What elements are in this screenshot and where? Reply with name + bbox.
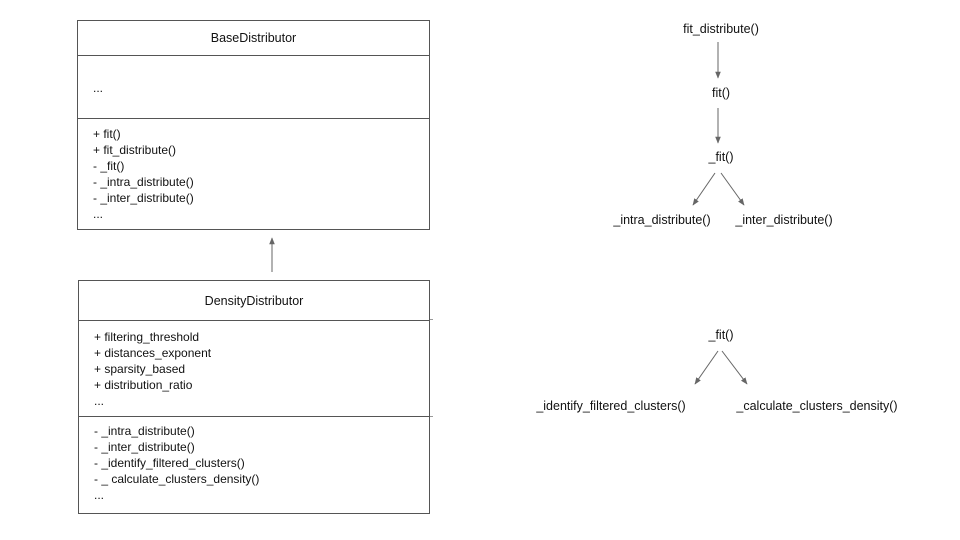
method-line: - _ calculate_clusters_density() [94, 472, 260, 486]
attribute-line: ... [93, 81, 104, 95]
method-line: + fit() [93, 127, 121, 141]
call-arrow-fit-to-identify [694, 350, 719, 385]
divider-stub [430, 319, 433, 320]
call-node-fit-distribute: fit_distribute() [683, 22, 759, 36]
method-line: - _fit() [93, 159, 125, 173]
base-distributor-attributes: ... [78, 56, 429, 119]
method-line: - _inter_distribute() [93, 191, 194, 205]
method-line: + fit_distribute() [93, 143, 177, 157]
method-line: - _intra_distribute() [94, 424, 195, 438]
attribute-line: + filtering_threshold [94, 330, 200, 344]
attribute-line: ... [94, 394, 105, 408]
call-node-identify-filtered-clusters: _identify_filtered_clusters() [536, 399, 686, 413]
method-line: - _inter_distribute() [94, 440, 195, 454]
density-distributor-class-name: DensityDistributor [79, 281, 429, 321]
density-distributor-attributes: + filtering_threshold + distances_expone… [79, 321, 429, 417]
density-distributor-class-box: DensityDistributor + filtering_threshold… [78, 280, 430, 514]
call-node-inter-distribute: _inter_distribute() [735, 213, 833, 227]
call-node-private-fit: _fit() [708, 150, 734, 164]
call-arrow-fit-to-calculate [721, 350, 748, 385]
attribute-line: + distribution_ratio [94, 378, 193, 392]
method-line: ... [93, 207, 104, 221]
call-arrow-fit-to-inter [720, 172, 745, 206]
method-line: ... [94, 488, 105, 502]
divider-stub [430, 416, 433, 417]
base-distributor-class-box: BaseDistributor ... + fit() + fit_distri… [77, 20, 430, 230]
base-distributor-methods: + fit() + fit_distribute() - _fit() - _i… [78, 119, 429, 222]
attribute-line: + sparsity_based [94, 362, 186, 376]
base-distributor-class-name: BaseDistributor [78, 21, 429, 56]
method-line: - _intra_distribute() [93, 175, 194, 189]
method-line: - _identify_filtered_clusters() [94, 456, 245, 470]
density-distributor-methods: - _intra_distribute() - _inter_distribut… [79, 417, 429, 503]
call-arrow-fit-to-intra [692, 172, 716, 206]
attribute-line: + distances_exponent [94, 346, 212, 360]
call-node-fit: fit() [711, 86, 731, 100]
call-node-calculate-clusters-density: _calculate_clusters_density() [736, 399, 898, 413]
call-node-density-fit: _fit() [708, 328, 734, 342]
call-node-intra-distribute: _intra_distribute() [613, 213, 711, 227]
